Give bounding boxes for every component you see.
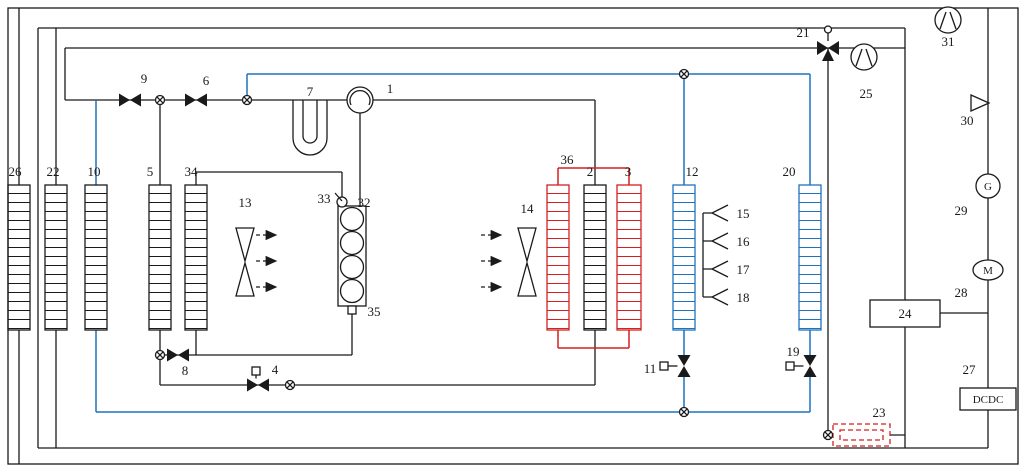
label-3: 3: [625, 164, 632, 179]
heat-exchanger-5: [148, 184, 172, 331]
heat-exchanger-34: [184, 184, 208, 331]
label-13: 13: [239, 195, 252, 210]
label-8: 8: [182, 363, 189, 378]
label-36: 36: [561, 152, 575, 167]
check-valve-30: [970, 93, 991, 113]
ptc-heater-23: [832, 423, 891, 447]
branch-15: [710, 204, 729, 222]
fan-14: [517, 227, 537, 297]
generator-text: G: [984, 181, 992, 193]
valve-6: [185, 93, 207, 107]
heat-exchanger-10: [84, 184, 108, 331]
airflow-arrows-13: [256, 229, 278, 293]
sensor-33: [334, 192, 348, 208]
pump-1: [346, 86, 374, 114]
label-15: 15: [737, 206, 750, 221]
pipes-black: [7, 7, 1019, 465]
label-9: 9: [141, 71, 148, 86]
heat-exchanger-26: [7, 184, 31, 331]
junction-icon: [822, 429, 834, 441]
label-14: 14: [521, 201, 535, 216]
label-30: 30: [961, 113, 974, 128]
branch-17: [710, 260, 729, 278]
label-5: 5: [147, 164, 154, 179]
branch-18: [710, 288, 729, 306]
label-31: 31: [942, 34, 955, 49]
label-1: 1: [387, 81, 394, 96]
generator-29: G: [975, 173, 1001, 199]
heat-exchanger-2: [583, 184, 607, 331]
label-6: 6: [203, 73, 210, 88]
compressor-31: [934, 6, 962, 34]
label-18: 18: [737, 290, 750, 305]
label-7: 7: [307, 84, 314, 99]
label-29: 29: [955, 203, 968, 218]
heat-exchanger-3: [616, 184, 642, 331]
receiver-7: [292, 100, 328, 156]
junction-icon: [678, 406, 690, 418]
label-21: 21: [797, 25, 810, 40]
junction-icon: [678, 68, 690, 80]
motor-text: M: [983, 265, 993, 277]
valve-4: [247, 366, 269, 392]
branch-16: [710, 232, 729, 250]
expansion-valve-11: [659, 355, 691, 377]
labels: 1 2 3 4 5 6 7 8 9 10 11 12 13 14 15 16 1…: [9, 25, 977, 420]
expansion-valve-19: [785, 355, 817, 377]
junction-icon: [154, 349, 166, 361]
drain-35: [347, 305, 357, 315]
compressor-25: [850, 43, 878, 71]
label-17: 17: [737, 262, 751, 277]
junction-icon: [241, 94, 253, 106]
pipes-red: [557, 167, 630, 349]
heat-exchanger-36: [546, 184, 570, 331]
label-4: 4: [272, 362, 279, 377]
valve-8: [167, 348, 189, 362]
label-35: 35: [368, 304, 381, 319]
battery-stack-32: [337, 205, 367, 307]
label-20: 20: [783, 164, 796, 179]
junction-icon: [154, 94, 166, 106]
junction-icon: [284, 379, 296, 391]
label-19: 19: [787, 344, 800, 359]
pipes-blue: [95, 73, 811, 413]
label-32: 32: [358, 195, 371, 210]
label-25: 25: [860, 86, 873, 101]
three-way-valve-21: [817, 25, 839, 61]
label-27: 27: [963, 362, 977, 377]
label-34: 34: [185, 164, 199, 179]
dcdc-converter-27: DCDC: [959, 387, 1017, 411]
fan-13: [235, 227, 255, 297]
dcdc-text: DCDC: [973, 394, 1004, 406]
label-10: 10: [88, 164, 101, 179]
label-23: 23: [873, 405, 886, 420]
airflow-arrows-14: [481, 229, 503, 293]
label-12: 12: [686, 164, 699, 179]
label-33: 33: [318, 191, 331, 206]
reservoir-24: [869, 299, 941, 328]
label-16: 16: [737, 234, 751, 249]
motor-28: M: [972, 259, 1004, 281]
label-11: 11: [644, 361, 657, 376]
label-2: 2: [587, 164, 594, 179]
label-26: 26: [9, 164, 23, 179]
junction-icons: [154, 68, 834, 441]
heat-exchanger-20: [798, 184, 822, 331]
heat-exchanger-12: [672, 184, 696, 331]
valve-9: [119, 93, 141, 107]
heat-exchanger-22: [44, 184, 68, 331]
label-24: 24: [899, 306, 913, 321]
label-28: 28: [955, 285, 968, 300]
label-22: 22: [47, 164, 60, 179]
